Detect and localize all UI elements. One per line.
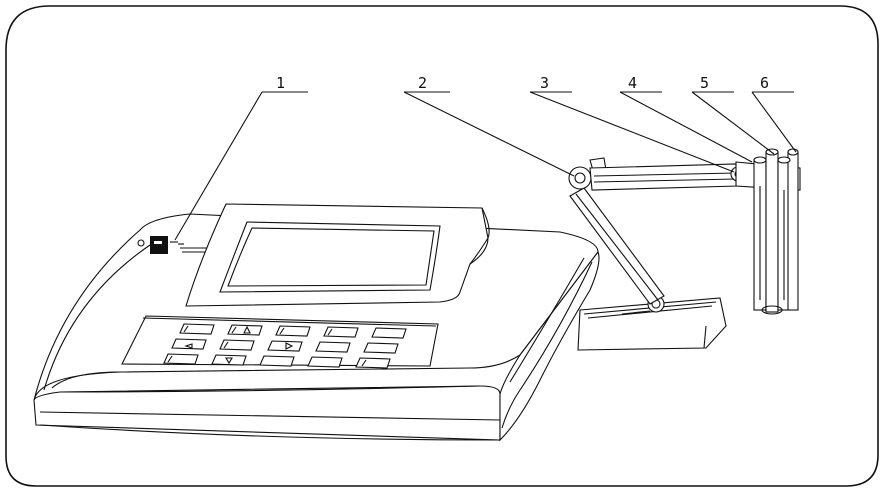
callout-3: 3 <box>540 74 550 92</box>
electrode-probes <box>735 148 801 315</box>
callout-2: 2 <box>418 74 428 92</box>
display-screen <box>219 221 441 293</box>
callout-leaders <box>174 91 797 241</box>
key-row-3 <box>163 353 391 369</box>
callout-4: 4 <box>628 74 638 92</box>
frame-border <box>5 5 879 487</box>
keypad <box>121 315 439 369</box>
key-row-1 <box>179 323 407 339</box>
callout-6: 6 <box>760 74 770 92</box>
callout-1: 1 <box>276 74 286 92</box>
upper-pivot <box>568 166 592 190</box>
callout-5: 5 <box>700 74 710 92</box>
key-row-2 <box>171 338 399 354</box>
display-housing <box>185 203 490 307</box>
electrode-arm <box>589 163 739 191</box>
electrode-stand <box>568 157 746 351</box>
